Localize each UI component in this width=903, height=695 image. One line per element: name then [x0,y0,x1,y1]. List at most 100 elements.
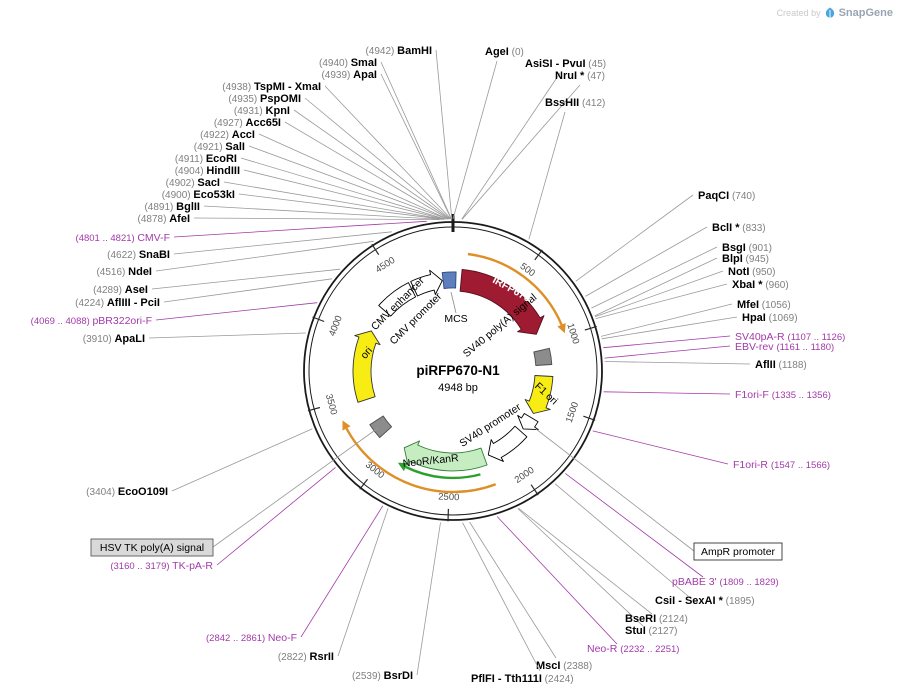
tick-label-3500: 3500 [323,393,339,416]
primer-label-f1ori-r[interactable]: F1ori-R (1547 .. 1566) [733,459,830,471]
site-label-rsrii[interactable]: (2822) RsrII [278,651,334,663]
site-label-paqci[interactable]: PaqCI (740) [698,190,755,202]
site-label-msci[interactable]: MscI (2388) [536,660,592,672]
callout-line-snabi [173,231,392,255]
site-label-bsshii[interactable]: BssHII (412) [545,97,605,109]
site-label-noti[interactable]: NotI (950) [728,266,776,278]
callout-line-neo-r [496,516,618,645]
site-label-apai[interactable]: (4939) ApaI [321,69,377,81]
site-label-smai[interactable]: (4940) SmaI [319,57,377,69]
callout-line-pbabe-3 [565,473,704,578]
site-label-bseri[interactable]: BseRI (2124) [625,613,688,625]
feature-cmv-promoter[interactable] [410,269,443,297]
site-label-afei[interactable]: (4878) AfeI [138,213,190,225]
feature-sv40-promoter[interactable] [487,425,528,462]
site-label-hpai[interactable]: HpaI (1069) [742,312,798,324]
site-label-snabi[interactable]: (4622) SnaBI [107,249,170,261]
site-label-bsrdi[interactable]: (2539) BsrDI [352,670,413,682]
site-label-ecori[interactable]: (4911) EcoRI [175,153,237,165]
callout-line-acci [258,133,449,220]
feature-label-mcs[interactable]: MCS [444,313,467,325]
plasmid-name: piRFP670-N1 [416,363,500,378]
site-label-pspomi[interactable]: (4935) PspOMI [228,93,301,105]
callout-line-pflfi-tth111i [462,522,541,672]
primer-label-neo-r[interactable]: Neo-R (2232 .. 2251) [587,643,679,655]
site-label-bcli[interactable]: BclI * (833) [712,222,766,234]
site-label-mfei[interactable]: MfeI (1056) [737,299,791,311]
tick-label-1500: 1500 [564,401,581,425]
callout-line-msci [469,521,557,659]
site-label-bamhi[interactable]: (4942) BamHI [365,45,432,57]
primer-label-neo-f[interactable]: (2842 .. 2861) Neo-F [206,632,297,644]
site-label-eco53ki[interactable]: (4900) Eco53kI [162,189,235,201]
primer-label-f1ori-f[interactable]: F1ori-F (1335 .. 1356) [735,389,831,401]
primer-label-pbr322ori-f[interactable]: (4069 .. 4088) pBR322ori-F [31,315,152,327]
site-label-ndei[interactable]: (4516) NdeI [96,266,152,278]
tick-label-1000: 1000 [564,322,581,345]
site-label-stui[interactable]: StuI (2127) [625,625,677,637]
features [352,268,554,472]
callout-line-bsshii [528,111,566,240]
feature-neor-kanr[interactable] [403,440,488,472]
feature-f1-ori[interactable] [524,375,554,414]
primer-label-ebv-rev[interactable]: EBV-rev (1161 .. 1180) [735,341,834,353]
feature-mcs[interactable] [441,271,457,289]
site-label-pflfi-tth111i[interactable]: PflFI - Tth111I (2424) [471,673,574,685]
site-label-bglii[interactable]: (4891) BglII [144,201,200,213]
site-label-acc65i[interactable]: (4927) Acc65I [214,117,281,129]
site-label-aflii[interactable]: AflII (1188) [755,359,807,371]
orf-arc-irfp670[interactable] [467,252,563,326]
site-label-asisi-pvui[interactable]: AsiSI - PvuI (45) [525,58,606,70]
primer-label-pbabe-3[interactable]: pBABE 3' (1809 .. 1829) [672,576,779,588]
site-label-tspmi-xmai[interactable]: (4938) TspMI - XmaI [222,81,321,93]
feature-sv40-polya-signal[interactable] [533,347,553,366]
site-label-asei[interactable]: (4289) AseI [93,284,148,296]
feature-irfp670[interactable] [459,268,545,335]
orf-arcs [342,252,566,494]
feature-hsv-tk-polya-signal[interactable] [369,415,393,439]
site-label-bsgi[interactable]: BsgI (901) [722,242,772,254]
tick-500 [534,249,543,261]
callout-line-blpi [594,257,718,317]
primer-label-tk-pa-r[interactable]: (3160 .. 3179) TK-pA-R [110,560,213,572]
feature-ampr-promoter[interactable] [517,413,539,431]
callout-line-pbr322ori-f [155,302,318,321]
callout-line-saci [223,181,445,220]
feature-box-label-hsv-tk-poly-a-signal[interactable] [90,538,214,557]
callout-line-aflii [604,361,751,365]
site-label-kpni[interactable]: (4931) KpnI [234,105,290,117]
callout-line-paqci [575,194,694,282]
feature-label-neor-kanr[interactable]: NeoR/KanR [402,452,459,470]
site-label-xbai[interactable]: XbaI * (960) [732,279,789,291]
site-label-csii-sexai[interactable]: CsiI - SexAI * (1895) [655,595,755,607]
callout-line-bcli [585,226,708,297]
callout-line-xbai [595,283,728,319]
site-label-acci[interactable]: (4922) AccI [200,129,255,141]
callout-line-csii-sexai [554,483,689,597]
site-label-sali[interactable]: (4921) SalI [194,141,245,153]
site-label-ecoo109i[interactable]: (3404) EcoO109I [86,486,168,498]
primer-label-sv40pa-r[interactable]: SV40pA-R (1107 .. 1126) [735,331,845,343]
orf-arc-neor-inner[interactable] [405,465,481,480]
site-label-afliii-pcii[interactable]: (4224) AflIII - PciI [75,297,160,309]
site-label-saci[interactable]: (4902) SacI [166,177,220,189]
site-label-nrui[interactable]: NruI * (47) [555,70,605,82]
site-label-blpi[interactable]: BlpI (945) [722,253,769,265]
tick-2000 [530,484,539,496]
tick-label-500: 500 [518,261,537,279]
primer-label-cmv-f[interactable]: (4801 .. 4821) CMV-F [76,232,170,244]
callout-line-f1ori-r [592,430,729,465]
callout-line-sali [248,145,448,220]
feature-ori[interactable] [352,330,381,403]
callout-line-ndei [155,240,374,272]
site-label-apali[interactable]: (3910) ApaLI [83,333,145,345]
orf-arc-neor-outer[interactable] [345,427,497,494]
site-label-agei[interactable]: AgeI (0) [485,46,524,58]
callout-line-hpai [601,316,738,340]
callout-line-asei [151,268,341,290]
callout-line-cmv-f [173,220,427,238]
feature-cmv-enhancer[interactable] [378,282,417,317]
feature-box-label-ampr-promoter[interactable] [693,542,783,561]
site-label-hindiii[interactable]: (4904) HindIII [175,165,240,177]
